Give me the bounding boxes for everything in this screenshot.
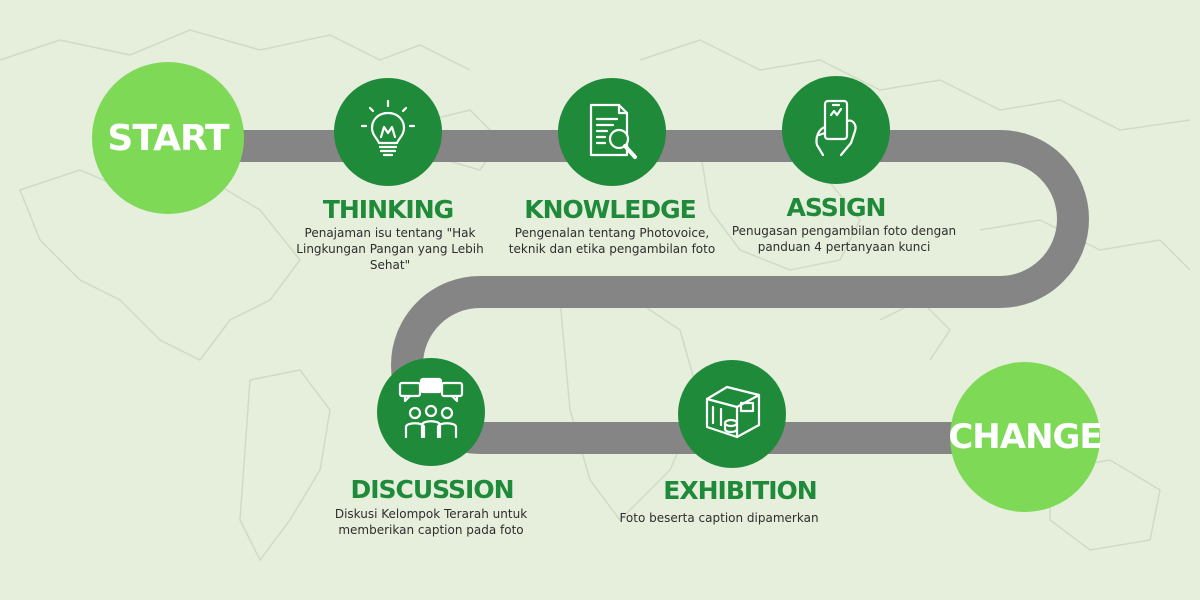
step-thinking-desc: Penajaman isu tentang "Hak Lingkungan Pa… [296, 226, 484, 272]
step-assign-desc: Penugasan pengambilan foto dengan pandua… [731, 224, 957, 254]
start-node: START [92, 62, 244, 214]
change-node: CHANGE [948, 362, 1103, 512]
step-knowledge-node [558, 78, 666, 186]
step-discussion-desc: Diskusi Kelompok Terarah untuk memberika… [334, 507, 528, 537]
step-exhibition-desc: Foto beserta caption dipamerkan [619, 511, 819, 525]
phone-camera-icon [815, 99, 857, 157]
start-label: START [107, 117, 229, 159]
step-discussion-title: DISCUSSION [350, 475, 514, 504]
step-thinking-title: THINKING [322, 195, 454, 224]
step-thinking-node [334, 78, 442, 186]
step-knowledge-title: KNOWLEDGE [524, 195, 696, 224]
step-exhibition-node [678, 360, 786, 468]
step-assign-node [782, 76, 890, 184]
step-discussion-node [377, 358, 485, 466]
change-label: CHANGE [948, 417, 1102, 457]
exhibition-booth-icon [705, 385, 761, 439]
step-exhibition-title: EXHIBITION [663, 476, 817, 505]
lightbulb-icon [360, 99, 416, 157]
step-knowledge-desc: Pengenalan tentang Photovoice, teknik da… [508, 226, 716, 256]
group-chat-icon [398, 377, 464, 439]
document-search-icon [589, 103, 637, 159]
step-assign-title: ASSIGN [786, 193, 887, 222]
